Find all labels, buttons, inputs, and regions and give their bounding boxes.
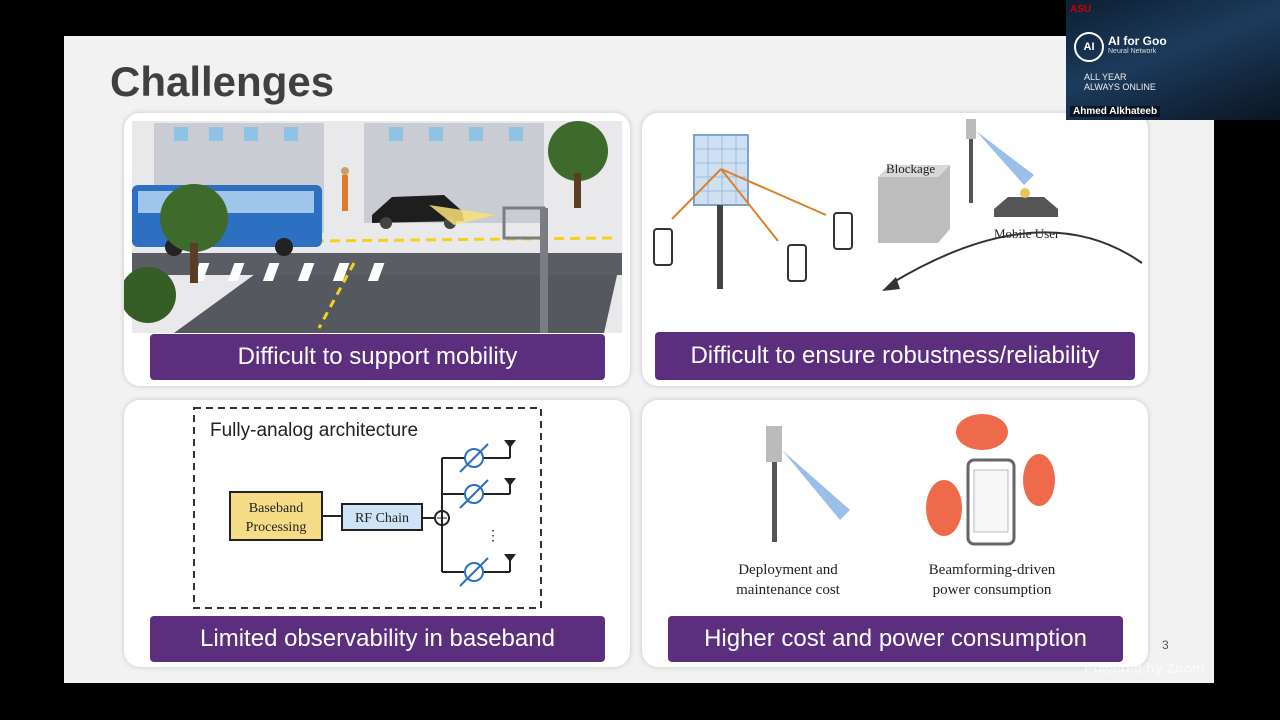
asu-badge: ASU [1070,4,1092,15]
caption-robustness: Difficult to ensure robustness/reliabili… [655,332,1135,380]
panel-robustness: Blockage Mobile User Difficult to ensure… [642,113,1148,386]
webcam-brand: AI for Goo [1108,34,1167,48]
slide-title: Challenges [110,58,335,105]
webcam-tagline-2: ALWAYS ONLINE [1084,82,1156,92]
phone-icon [653,228,673,266]
webcam-brand-sub: Neural Network [1108,48,1157,55]
phone-icon [787,244,807,282]
webcam-tagline-1: ALL YEAR [1084,72,1127,82]
panel-mobility: Difficult to support mobility [124,113,630,386]
analog-architecture-diagram: Fully-analog architecture Baseband Proce… [193,407,542,609]
blockage-label: Blockage [886,161,935,176]
caption-observability: Limited observability in baseband [150,616,605,662]
zoom-watermark: Powered by Zoom [1084,660,1205,676]
deployment-label-line1: Deployment and [738,562,838,578]
base-station-icon [766,426,782,462]
caption-mobility: Difficult to support mobility [150,334,605,380]
svg-text:⋮: ⋮ [486,527,500,543]
rf-chain-label: RF Chain [355,511,409,526]
beamforming-label-line1: Beamforming-driven [929,562,1056,578]
participant-video[interactable]: AI AI for Goo Neural Network ALL YEAR AL… [1066,0,1280,120]
blockage-diagram: Blockage Mobile User [653,119,1143,291]
deployment-label-line2: maintenance cost [736,582,841,598]
presentation-slide: Challenges [64,36,1214,683]
cost-power-illustration: Deployment and maintenance cost Beamform… [736,414,1056,598]
participant-name: Ahmed Alkhateeb [1070,106,1161,117]
baseband-label-line1: Baseband [249,501,303,516]
street-scene-illustration [124,121,622,333]
panel-observability: Fully-analog architecture Baseband Proce… [124,400,630,667]
caption-cost: Higher cost and power consumption [668,616,1123,662]
phone-icon [833,212,853,250]
architecture-label: Fully-analog architecture [210,420,418,441]
ai-for-good-logo: AI [1074,32,1104,62]
slide-number: 3 [1162,638,1169,652]
baseband-label-line2: Processing [246,520,307,535]
panel-cost: Deployment and maintenance cost Beamform… [642,400,1148,667]
beamforming-label-line2: power consumption [933,582,1052,598]
